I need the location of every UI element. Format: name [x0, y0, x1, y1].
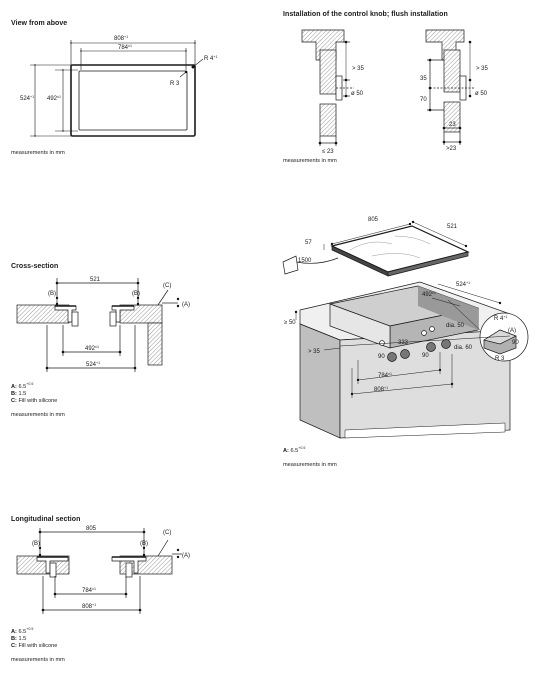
cs-legend-b: B: 1.5 [11, 391, 27, 398]
iso-dim-dia60: dia. 60 [454, 345, 473, 351]
iso-dim-805: 805 [368, 217, 379, 223]
iso-label-a: (A) [508, 328, 516, 334]
ck-dim-35: 35 [420, 76, 427, 82]
cross-section-title: Cross-section [11, 263, 59, 270]
control-knob-title: Installation of the control knob; flush … [283, 11, 448, 18]
ls-note: measurements in mm [11, 657, 65, 663]
iso-note: measurements in mm [283, 462, 337, 468]
ck-dim-gt35-left: > 35 [352, 66, 365, 72]
cs-label-b-right: (B) [132, 291, 140, 297]
ck-dim-gt35-right: > 35 [476, 66, 489, 72]
vfa-radius-r3: R 3 [170, 81, 180, 87]
iso-legend-a: A: 6.5+0.5 [283, 446, 306, 454]
ls-label-c: (C) [163, 530, 171, 536]
iso-dim-dia50: dia. 50 [446, 323, 465, 329]
iso-dim-90b: 90 [422, 353, 429, 359]
ls-label-a: (A) [182, 553, 190, 559]
ls-legend-a: A: 6.5+0.5 [11, 627, 34, 635]
iso-dim-524: 524+1 [456, 281, 470, 288]
vfa-dim-784: 784±1 [118, 44, 132, 51]
iso-dim-521: 521 [447, 224, 458, 230]
iso-dim-r3: R 3 [495, 356, 505, 362]
cs-note: measurements in mm [11, 412, 65, 418]
cs-label-a: (A) [182, 302, 190, 308]
iso-dim-ge50: ≥ 50 [284, 320, 296, 326]
cs-legend-a: A: 6.5+0.5 [11, 382, 34, 390]
iso-dim-808: 808+1 [374, 386, 388, 393]
vfa-dim-492: 492±1 [47, 95, 61, 102]
vfa-dim-808: 808+1 [114, 35, 128, 42]
iso-dim-gt35: > 35 [308, 349, 321, 355]
cs-dim-492: 492±1 [85, 345, 99, 352]
vfa-radius-r4: R 4+1 [204, 55, 217, 62]
cs-dim-521: 521 [90, 277, 101, 283]
ck-dim-dia50-left: ø 50 [351, 91, 364, 97]
ls-dim-808: 808+1 [82, 603, 96, 610]
ls-legend: A: 6.5+0.5 B: 1.5 C: Fill with silicone [11, 626, 57, 650]
ck-note: measurements in mm [283, 158, 337, 164]
iso-dim-57: 57 [305, 240, 312, 246]
ck-dim-dia50-right: ø 50 [475, 91, 488, 97]
ls-dim-805: 805 [86, 526, 97, 532]
ck-dim-gt23: >23 [446, 146, 457, 152]
iso-dim-r4: R 4+1 [494, 315, 507, 322]
ls-legend-b: B: 1.5 [11, 636, 27, 643]
iso-dim-492: 492±1 [422, 291, 436, 298]
ls-label-b-left: (B) [32, 541, 40, 547]
cs-legend: A: 6.5+0.5 B: 1.5 C: Fill with silicone [11, 381, 57, 405]
iso-dim-90a: 90 [378, 354, 385, 360]
iso-dim-1500: 1500 [298, 258, 312, 264]
iso-dim-333: 333 [398, 340, 409, 346]
cs-label-b-left: (B) [48, 291, 56, 297]
cs-legend-c: C: Fill with silicone [11, 398, 58, 405]
iso-dim-784: 784±1 [378, 372, 392, 379]
cs-label-c: (C) [163, 283, 171, 289]
ls-legend-c: C: Fill with silicone [11, 643, 58, 650]
vfa-dim-524: 524+1 [20, 95, 34, 102]
longitudinal-section-title: Longitudinal section [11, 516, 81, 523]
ck-dim-23: 23 [449, 122, 456, 128]
view-from-above-title: View from above [11, 20, 68, 27]
ls-dim-784: 784±1 [82, 587, 96, 594]
ck-dim-le23: ≤ 23 [322, 149, 334, 155]
vfa-note: measurements in mm [11, 150, 65, 156]
iso-dim-90c: 90 [512, 340, 519, 346]
iso-legend: A: 6.5+0.5 [283, 445, 305, 455]
ls-label-b-right: (B) [140, 541, 148, 547]
cs-dim-524: 524+1 [86, 361, 100, 368]
ck-dim-70: 70 [420, 97, 427, 103]
